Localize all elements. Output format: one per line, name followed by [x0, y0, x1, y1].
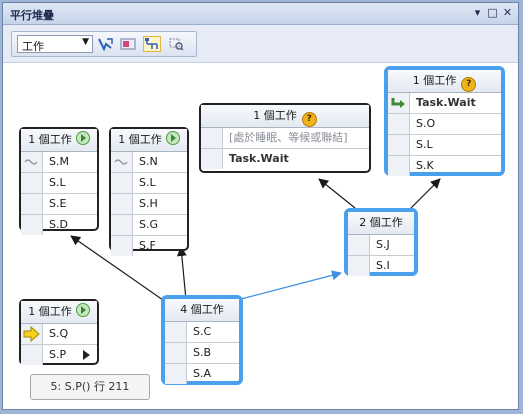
frame-label: S.K: [416, 159, 434, 172]
stack-frame[interactable]: S.N: [111, 152, 187, 173]
frame-label: S.I: [376, 259, 390, 272]
stack-frame[interactable]: Task.Wait: [201, 149, 369, 169]
stack-frame[interactable]: S.Q: [21, 324, 97, 345]
frame-label: S.L: [139, 176, 156, 189]
stack-frame[interactable]: S.B: [165, 343, 239, 364]
stack-frame[interactable]: S.H: [111, 194, 187, 215]
stack-frame[interactable]: S.L: [111, 173, 187, 194]
stack-node-4[interactable]: 1 個工作? Task.Wait S.O S.L S.K: [384, 66, 505, 176]
question-icon: ?: [301, 112, 317, 127]
stack-frame[interactable]: S.F: [111, 236, 187, 256]
frame-label: S.Q: [49, 327, 69, 340]
stack-frame[interactable]: S.L: [21, 173, 97, 194]
node-header: 1 個工作: [21, 301, 97, 324]
toolbar-group: 工作 ▼: [11, 31, 197, 57]
stack-frame[interactable]: S.D: [21, 215, 97, 235]
node-header-text: 1 個工作: [118, 133, 162, 146]
node-header: 2 個工作: [348, 212, 414, 235]
stack-frame[interactable]: S.C: [165, 322, 239, 343]
return-arrow-icon: [391, 98, 405, 108]
squiggle-icon: [114, 159, 128, 165]
view-select[interactable]: 工作 ▼: [17, 35, 93, 53]
frame-label: S.D: [49, 218, 68, 231]
stack-frame[interactable]: S.P: [21, 345, 97, 365]
stack-frame[interactable]: S.E: [21, 194, 97, 215]
squiggle-icon: [24, 159, 38, 165]
toggle-zoom-icon[interactable]: [119, 36, 137, 52]
stack-frame[interactable]: S.O: [388, 114, 501, 135]
node-header-text: 4 個工作: [180, 303, 224, 316]
edge-n6-n1: [70, 235, 164, 301]
node-header-text: 2 個工作: [359, 216, 403, 229]
stack-frame[interactable]: S.I: [348, 256, 414, 276]
frame-label: S.B: [193, 346, 212, 359]
stack-frame[interactable]: S.J: [348, 235, 414, 256]
stack-frame[interactable]: Task.Wait: [388, 93, 501, 114]
stack-frame[interactable]: S.M: [21, 152, 97, 173]
go-to-frame-icon[interactable]: [75, 131, 90, 145]
title-bar: 平行堆疊 ▾ □ ✕: [3, 3, 518, 25]
node-header-text: 1 個工作: [28, 133, 72, 146]
parallel-stacks-window: 平行堆疊 ▾ □ ✕ 工作 ▼: [2, 2, 519, 410]
stack-node-7[interactable]: 1 個工作 S.Q S.P: [19, 299, 99, 365]
frame-label: S.N: [139, 155, 158, 168]
node-header: 1 個工作: [21, 129, 97, 152]
edge-n5-n4: [410, 178, 441, 209]
node-header: 1 個工作?: [201, 105, 369, 128]
frame-label: S.J: [376, 238, 390, 251]
maximize-icon[interactable]: □: [487, 6, 498, 19]
close-icon[interactable]: ✕: [502, 6, 513, 19]
question-icon: ?: [461, 77, 477, 92]
stack-node-6[interactable]: 4 個工作 S.C S.B S.A: [161, 295, 243, 385]
frame-label: S.M: [49, 155, 69, 168]
window-title: 平行堆疊: [10, 9, 54, 22]
frame-label: S.F: [139, 239, 156, 252]
frame-label: [處於睡眠、等候或聯結]: [229, 131, 348, 144]
frame-label: Task.Wait: [229, 152, 289, 165]
toolbar: 工作 ▼: [3, 25, 518, 63]
frame-label: S.H: [139, 197, 158, 210]
dropdown-icon[interactable]: ▾: [474, 6, 481, 19]
edge-n6-n5: [240, 270, 342, 300]
go-to-frame-icon[interactable]: [165, 131, 180, 145]
node-header-text: 1 個工作: [253, 109, 297, 122]
stack-canvas[interactable]: 1 個工作 S.M S.L S.E S.D 1 個工作 S.N S.L S.H …: [3, 63, 518, 409]
thread-map-icon[interactable]: [167, 36, 185, 52]
stack-frame[interactable]: S.L: [388, 135, 501, 156]
chevron-down-icon: ▼: [82, 37, 89, 47]
node-header-text: 1 個工作: [28, 305, 72, 318]
stack-frame[interactable]: S.G: [111, 215, 187, 236]
frame-label: S.C: [193, 325, 212, 338]
frame-label: Task.Wait: [416, 96, 476, 109]
node-header: 4 個工作: [165, 299, 239, 322]
frame-tooltip: 5: S.P() 行 211: [30, 374, 150, 400]
stack-frame[interactable]: [處於睡眠、等候或聯結]: [201, 128, 369, 149]
go-to-frame-icon[interactable]: [75, 303, 90, 317]
stack-node-2[interactable]: 1 個工作 S.N S.L S.H S.G S.F: [109, 127, 189, 256]
frame-label: S.L: [49, 176, 66, 189]
play-arrow-icon[interactable]: [83, 350, 91, 360]
node-header: 1 個工作?: [388, 70, 501, 93]
stack-frame[interactable]: S.A: [165, 364, 239, 384]
node-header: 1 個工作: [111, 129, 187, 152]
view-select-value: 工作: [22, 40, 44, 53]
edges-layer: [70, 178, 441, 301]
edge-n5-n3: [318, 178, 356, 209]
frame-label: S.P: [49, 348, 67, 361]
stack-node-5[interactable]: 2 個工作 S.J S.I: [344, 208, 418, 276]
frame-label: S.E: [49, 197, 67, 210]
frame-label: S.G: [139, 218, 159, 231]
frame-label: S.O: [416, 117, 436, 130]
stack-frame[interactable]: S.K: [388, 156, 501, 176]
stack-node-1[interactable]: 1 個工作 S.M S.L S.E S.D: [19, 127, 99, 235]
stack-node-3[interactable]: 1 個工作? [處於睡眠、等候或聯結] Task.Wait: [199, 103, 371, 173]
node-header-text: 1 個工作: [412, 74, 457, 87]
toggle-method-view-icon[interactable]: [97, 36, 115, 52]
current-frame-arrow-icon: [23, 325, 40, 343]
edge-n6-n2: [176, 246, 187, 301]
toggle-auto-scroll-icon[interactable]: [143, 36, 161, 52]
frame-label: S.A: [193, 367, 212, 380]
frame-label: S.L: [416, 138, 433, 151]
